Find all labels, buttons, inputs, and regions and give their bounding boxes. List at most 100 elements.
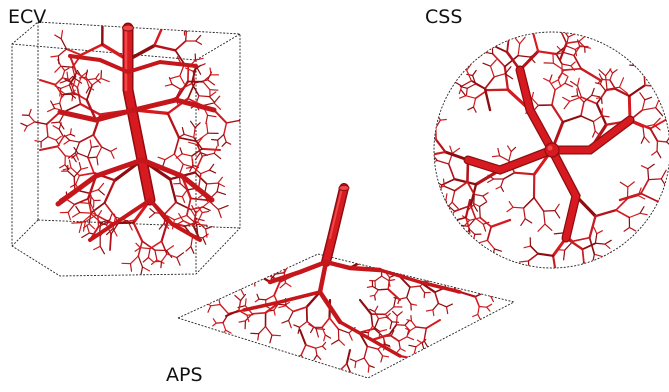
vessel-branch (154, 25, 163, 46)
vessel-branch (88, 157, 94, 173)
vessel-branch (274, 281, 280, 295)
vessel-branch (424, 378, 427, 384)
vessel-branch (73, 213, 80, 218)
vessel-branch (203, 201, 210, 207)
vessel-branch (452, 202, 458, 208)
vessel-branch (425, 128, 427, 136)
vessel-branch (259, 327, 266, 334)
vessel-branch (218, 296, 220, 305)
vessel-branch (48, 108, 55, 111)
vessel-branch (239, 321, 245, 322)
vessel-branch (191, 121, 196, 127)
vessel-branch (390, 262, 395, 266)
vessel-branch (89, 224, 94, 229)
vessel-branch (460, 96, 466, 99)
vessel-branch (162, 241, 167, 254)
vessel-branch (177, 253, 184, 258)
vessel-branch (256, 257, 258, 262)
vessel-branch (610, 80, 616, 89)
vessel-branch (98, 211, 102, 217)
vessel-branch (144, 8, 154, 12)
vessel-branch (254, 263, 259, 266)
vessel-branch (408, 151, 415, 157)
vessel-branch (424, 341, 429, 349)
vessel-branch (528, 254, 538, 261)
vessel-branch (241, 295, 246, 301)
vessel-branch (213, 323, 216, 326)
vessel-branch (322, 318, 329, 327)
vessel-branch (565, 77, 568, 84)
vessel-branch (644, 64, 652, 71)
vessel-branch (98, 190, 104, 195)
vessel-branch (405, 320, 409, 325)
vessel-branch (41, 137, 48, 142)
vessel-branch (259, 275, 268, 277)
vessel-branch (564, 101, 570, 108)
vessel-branch (180, 6, 186, 11)
vessel-branch (62, 71, 64, 78)
vessel-branch (131, 264, 132, 272)
vessel-branch (581, 116, 594, 122)
vessel-branch (322, 327, 325, 335)
vessel-branch (364, 346, 367, 358)
vessel-branch (662, 212, 665, 221)
vessel-branch (184, 134, 194, 137)
vessel-branch (381, 356, 383, 362)
vessel-branch (411, 244, 414, 249)
vessel-branch (474, 205, 478, 211)
vessel-branch (272, 335, 280, 336)
vessel-branch (581, 102, 584, 116)
vessel-branch (97, 147, 102, 157)
vessel-branch (286, 283, 291, 287)
vessel-branch (174, 138, 179, 154)
ecv-panel (12, 0, 253, 276)
vessel-branch (487, 227, 491, 241)
vessel-branch (350, 359, 356, 362)
vessel-branch (58, 49, 66, 56)
vessel-branch (183, 164, 193, 167)
vessel-branch (483, 196, 486, 201)
vessel-branch (643, 127, 644, 137)
vessel-branch (364, 224, 365, 230)
vessel-branch (163, 21, 177, 25)
vessel-branch (101, 78, 109, 81)
vessel-branch (430, 122, 436, 128)
vessel-branch (596, 210, 617, 216)
vessel-branch (593, 122, 595, 131)
vessel-branch (217, 192, 225, 195)
vessel-branch (486, 285, 491, 286)
vessel-branch (279, 306, 286, 308)
vessel-branch (433, 366, 437, 370)
vessel-branch (521, 219, 525, 226)
vessel-branch (563, 52, 574, 55)
vessel-branch (595, 243, 605, 244)
vessel-branch (180, 148, 182, 154)
vessel-branch (180, 76, 184, 84)
vessel-branch (68, 212, 70, 219)
vessel-branch (203, 82, 210, 90)
vessel-branch (218, 140, 219, 146)
vessel-branch (196, 219, 204, 221)
vessel-branch (316, 329, 318, 337)
vessel-branch (191, 237, 193, 247)
vessel-branch (552, 105, 563, 122)
vessel-branch (562, 73, 567, 76)
vessel-branch (355, 362, 356, 368)
vessel-branch (110, 234, 111, 250)
vessel-branch (420, 176, 425, 180)
vessel-branch (531, 6, 532, 13)
vessel-branch (562, 64, 571, 66)
vessel-branch (438, 218, 445, 221)
vessel-branch (86, 70, 88, 77)
vessel-branch (222, 142, 226, 146)
vessel-branch (504, 27, 511, 29)
vessel-branch (444, 186, 454, 191)
vessel-branch (620, 194, 641, 201)
vessel-branch (553, 53, 554, 63)
vessel-branch (218, 135, 224, 141)
vessel-branch (648, 164, 654, 169)
vessel-branch (509, 152, 511, 161)
vessel-branch (473, 243, 478, 248)
vessel-branch (182, 197, 184, 203)
